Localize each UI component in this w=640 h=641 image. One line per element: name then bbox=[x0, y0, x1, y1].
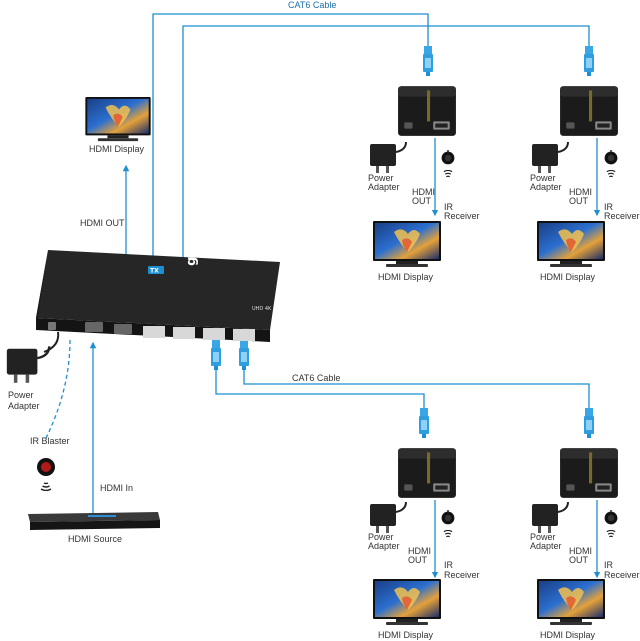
hdmi-in-port bbox=[85, 322, 103, 332]
brand-label: gofanco bbox=[184, 207, 201, 266]
hdmi-out-rx2-label-2: OUT bbox=[569, 196, 589, 206]
ir-receiver-rx4-label-2: Receiver bbox=[604, 570, 640, 580]
ir-receiver-rx3-label-2: Receiver bbox=[444, 570, 480, 580]
hdmi-display-rx3-icon bbox=[373, 579, 441, 625]
receiver-2-icon bbox=[560, 86, 618, 136]
power-adapter-rx1-label-2: Adapter bbox=[368, 182, 400, 192]
rj45-tx-4-icon bbox=[239, 340, 249, 370]
transmitter-unit: gofanco TX UHD 4K bbox=[36, 207, 280, 342]
ir-signal-rx2-icon bbox=[606, 170, 616, 178]
receiver-unit-1: Power Adapter HDMI OUT IR Receiver HDMI … bbox=[368, 86, 480, 282]
power-adapter-tx-label-2: Adapter bbox=[8, 401, 40, 411]
power-adapter-rx1-icon bbox=[369, 141, 407, 174]
cat6-top-label: CAT6 Cable bbox=[288, 0, 336, 10]
dc-port bbox=[48, 322, 56, 330]
ir-receiver-rx1-label-2: Receiver bbox=[444, 211, 480, 221]
ir-blaster-icon bbox=[37, 458, 55, 476]
power-adapter-rx1-label-1: Power bbox=[368, 173, 394, 183]
hdmi-display-rx4-icon bbox=[537, 579, 605, 625]
receiver-unit-3: Power Adapter HDMI OUT IR Receiver HDMI … bbox=[368, 448, 480, 640]
power-adapter-rx4-icon bbox=[531, 501, 569, 534]
hdmi-out-rx3-label-1: HDMI bbox=[408, 546, 431, 556]
power-adapter-tx-label-1: Power bbox=[8, 390, 34, 400]
power-adapter-rx2-label-1: Power bbox=[530, 173, 556, 183]
uhd-badge-label: UHD 4K bbox=[252, 306, 272, 312]
ir-signal-rx4-icon bbox=[606, 530, 616, 538]
ir-blaster-signal-icon bbox=[40, 482, 52, 491]
ir-signal-rx1-icon bbox=[443, 170, 453, 178]
hdmi-out-rx4-label-2: OUT bbox=[569, 555, 589, 565]
rj45-tx-3-icon bbox=[211, 340, 221, 370]
receiver-3-icon bbox=[398, 448, 456, 498]
hdmi-out-rx3-label-2: OUT bbox=[408, 555, 428, 565]
lan-port-4 bbox=[233, 329, 255, 341]
cable-lines bbox=[44, 13, 601, 579]
hdmi-out-rx4-label-1: HDMI bbox=[569, 546, 592, 556]
ir-receiver-rx4-label-1: IR bbox=[604, 560, 614, 570]
ir-blaster-label: IR Blaster bbox=[30, 436, 70, 446]
hdmi-display-rx4-label: HDMI Display bbox=[540, 630, 596, 640]
hdmi-display-rx2-label: HDMI Display bbox=[540, 272, 596, 282]
hdmi-source-icon bbox=[28, 512, 160, 530]
cat6-bottom-label: CAT6 Cable bbox=[292, 373, 340, 383]
receiver-unit-2: Power Adapter HDMI OUT IR Receiver HDMI … bbox=[530, 86, 640, 282]
ir-receiver-rx4-icon bbox=[604, 510, 618, 525]
hdmi-source-label: HDMI Source bbox=[68, 534, 122, 544]
ir-receiver-rx2-label-1: IR bbox=[604, 202, 614, 212]
hdmi-display-rx1-label: HDMI Display bbox=[378, 272, 434, 282]
ir-signal-rx3-icon bbox=[443, 530, 453, 538]
receiver-unit-4: Power Adapter HDMI OUT IR Receiver HDMI … bbox=[530, 448, 640, 640]
lan-port-1 bbox=[143, 326, 165, 338]
power-adapter-rx2-label-2: Adapter bbox=[530, 182, 562, 192]
hdmi-display-rx2-icon bbox=[537, 221, 605, 267]
power-adapter-rx4-label-2: Adapter bbox=[530, 541, 562, 551]
receiver-1-icon bbox=[398, 86, 456, 136]
hdmi-out-label: HDMI OUT bbox=[80, 218, 125, 228]
power-adapter-tx-icon bbox=[5, 345, 51, 384]
ir-receiver-rx1-label-1: IR bbox=[444, 202, 454, 212]
rj45-rx-1-icon bbox=[423, 46, 433, 76]
receiver-4-icon bbox=[560, 448, 618, 498]
rj45-rx-2-icon bbox=[584, 46, 594, 76]
hdmi-in-label: HDMI In bbox=[100, 483, 133, 493]
hdmi-display-rx1-icon bbox=[373, 221, 441, 267]
hdmi-out-rx1-label-1: HDMI bbox=[412, 187, 435, 197]
power-adapter-rx4-label-1: Power bbox=[530, 532, 556, 542]
hdmi-display-main-icon bbox=[85, 96, 151, 142]
lan-port-3 bbox=[203, 328, 225, 340]
ir-receiver-rx3-icon bbox=[441, 510, 455, 525]
hdmi-out-port bbox=[114, 324, 132, 334]
rj45-rx-3-icon bbox=[419, 408, 429, 438]
power-adapter-rx3-label-1: Power bbox=[368, 532, 394, 542]
power-adapter-rx2-icon bbox=[531, 141, 569, 174]
hdmi-display-rx3-label: HDMI Display bbox=[378, 630, 434, 640]
hdmi-out-rx1-label-2: OUT bbox=[412, 196, 432, 206]
ir-receiver-rx3-label-1: IR bbox=[444, 560, 454, 570]
ir-receiver-rx2-icon bbox=[604, 150, 618, 165]
power-adapter-rx3-icon bbox=[369, 501, 407, 534]
hdmi-display-main-label: HDMI Display bbox=[89, 144, 145, 154]
ir-receiver-rx1-icon bbox=[441, 150, 455, 165]
tx-badge bbox=[148, 266, 164, 274]
hdmi-out-rx2-label-1: HDMI bbox=[569, 187, 592, 197]
power-cable-tx bbox=[43, 331, 60, 353]
power-adapter-rx3-label-2: Adapter bbox=[368, 541, 400, 551]
rj45-rx-4-icon bbox=[584, 408, 594, 438]
ir-receiver-rx2-label-2: Receiver bbox=[604, 211, 640, 221]
lan-port-2 bbox=[173, 327, 195, 339]
tx-badge-label: TX bbox=[150, 268, 159, 275]
